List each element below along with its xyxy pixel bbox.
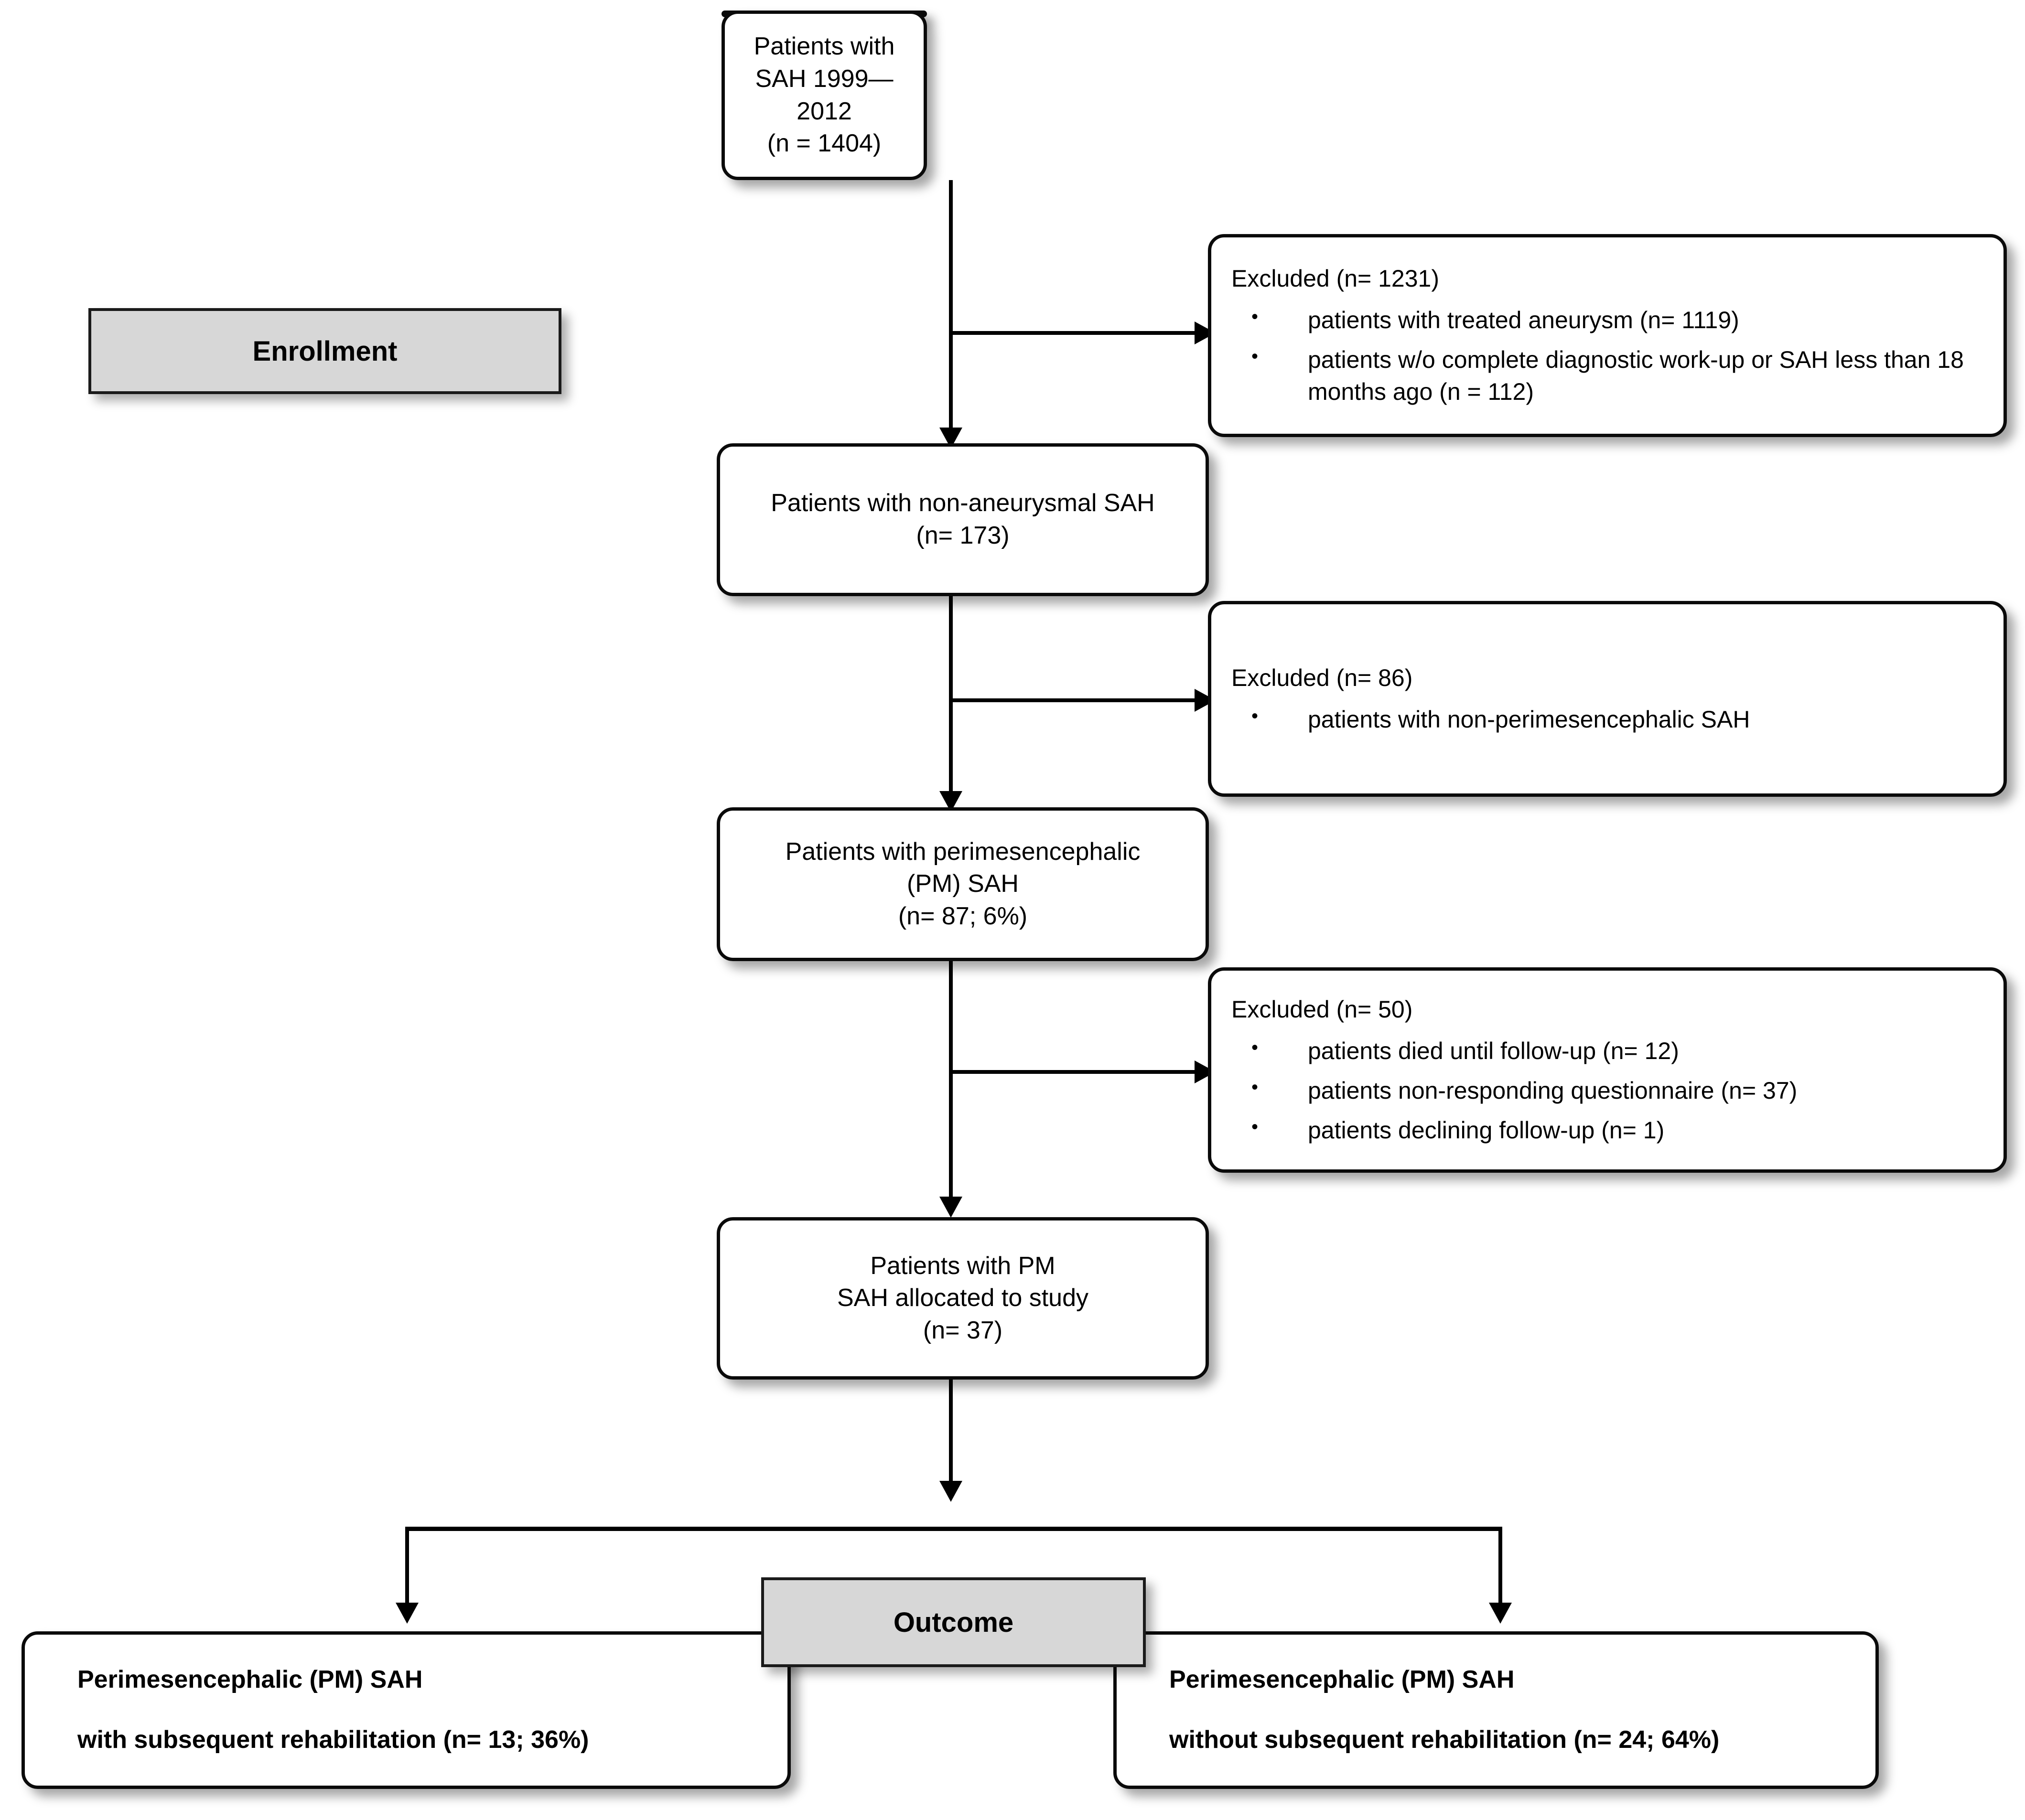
arrow-branch-left xyxy=(396,1603,419,1624)
arrow-spine-3 xyxy=(939,1197,962,1218)
exclusion-1-header: Excluded (n= 1231) xyxy=(1231,265,1440,292)
arrow-branch-right xyxy=(1489,1603,1512,1624)
exclusion-3-item: patients died until follow-up (n= 12) xyxy=(1231,1035,1983,1067)
exclusion-1-item: patients with treated aneurysm (n= 1119) xyxy=(1231,304,1983,336)
result-box-with-rehabilitation: Perimesencephalic (PM) SAH with subseque… xyxy=(22,1631,791,1789)
arrow-spine-4 xyxy=(939,1481,962,1502)
exclusion-1-list: patients with treated aneurysm (n= 1119)… xyxy=(1231,297,1983,408)
connector-exclusion-3 xyxy=(949,1070,1212,1074)
result-with-rehab-line2: with subsequent rehabilitation (n= 13; 3… xyxy=(77,1726,589,1754)
phase-label-outcome: Outcome xyxy=(761,1577,1146,1667)
phase-label-outcome-text: Outcome xyxy=(893,1606,1014,1638)
connector-exclusion-2 xyxy=(949,698,1212,702)
node-non-aneurysmal-sah-label: Patients with non-aneurysmal SAH (n= 173… xyxy=(771,489,1155,549)
node-allocated-to-study-label: Patients with PM SAH allocated to study … xyxy=(837,1252,1089,1344)
exclusion-2-list: patients with non-perimesencephalic SAH xyxy=(1231,696,1983,736)
node-total-sah-box: Patients with SAH 1999—2012 (n = 1404) xyxy=(722,11,927,180)
node-total-sah-label: Patients with SAH 1999—2012 (n = 1404) xyxy=(754,32,895,158)
exclusion-3-list: patients died until follow-up (n= 12) pa… xyxy=(1231,1028,1983,1146)
exclusion-3-item: patients non-responding questionnaire (n… xyxy=(1231,1075,1983,1107)
exclusion-2-item: patients with non-perimesencephalic SAH xyxy=(1231,704,1983,736)
exclusion-3-item: patients declining follow-up (n= 1) xyxy=(1231,1114,1983,1146)
connector-branch-left xyxy=(405,1527,409,1613)
connector-spine-3 xyxy=(949,961,953,1210)
connector-split-bar xyxy=(405,1527,1502,1531)
connector-branch-right xyxy=(1498,1527,1502,1613)
connector-exclusion-1 xyxy=(949,331,1212,335)
result-without-rehab-line1: Perimesencephalic (PM) SAH xyxy=(1169,1666,1515,1694)
exclusion-2-header: Excluded (n= 86) xyxy=(1231,664,1413,691)
exclusion-box-3: Excluded (n= 50) patients died until fol… xyxy=(1208,967,2007,1173)
node-perimesencephalic-sah-label: Patients with perimesencephalic (PM) SAH… xyxy=(785,837,1141,930)
connector-spine-1 xyxy=(949,180,953,440)
node-non-aneurysmal-sah: Patients with non-aneurysmal SAH (n= 173… xyxy=(717,443,1209,596)
node-perimesencephalic-sah: Patients with perimesencephalic (PM) SAH… xyxy=(717,807,1209,961)
exclusion-box-1: Excluded (n= 1231) patients with treated… xyxy=(1208,234,2007,437)
connector-spine-4 xyxy=(949,1380,953,1489)
result-with-rehab-line1: Perimesencephalic (PM) SAH xyxy=(77,1666,423,1694)
exclusion-1-item: patients w/o complete diagnostic work-up… xyxy=(1231,344,1983,408)
phase-label-enrollment-text: Enrollment xyxy=(252,335,398,367)
phase-label-enrollment: Enrollment xyxy=(88,308,561,394)
node-allocated-to-study: Patients with PM SAH allocated to study … xyxy=(717,1217,1209,1380)
exclusion-box-2: Excluded (n= 86) patients with non-perim… xyxy=(1208,601,2007,797)
result-box-without-rehabilitation: Perimesencephalic (PM) SAH without subse… xyxy=(1113,1631,1879,1789)
exclusion-3-header: Excluded (n= 50) xyxy=(1231,996,1413,1023)
result-without-rehab-line2: without subsequent rehabilitation (n= 24… xyxy=(1169,1726,1720,1754)
